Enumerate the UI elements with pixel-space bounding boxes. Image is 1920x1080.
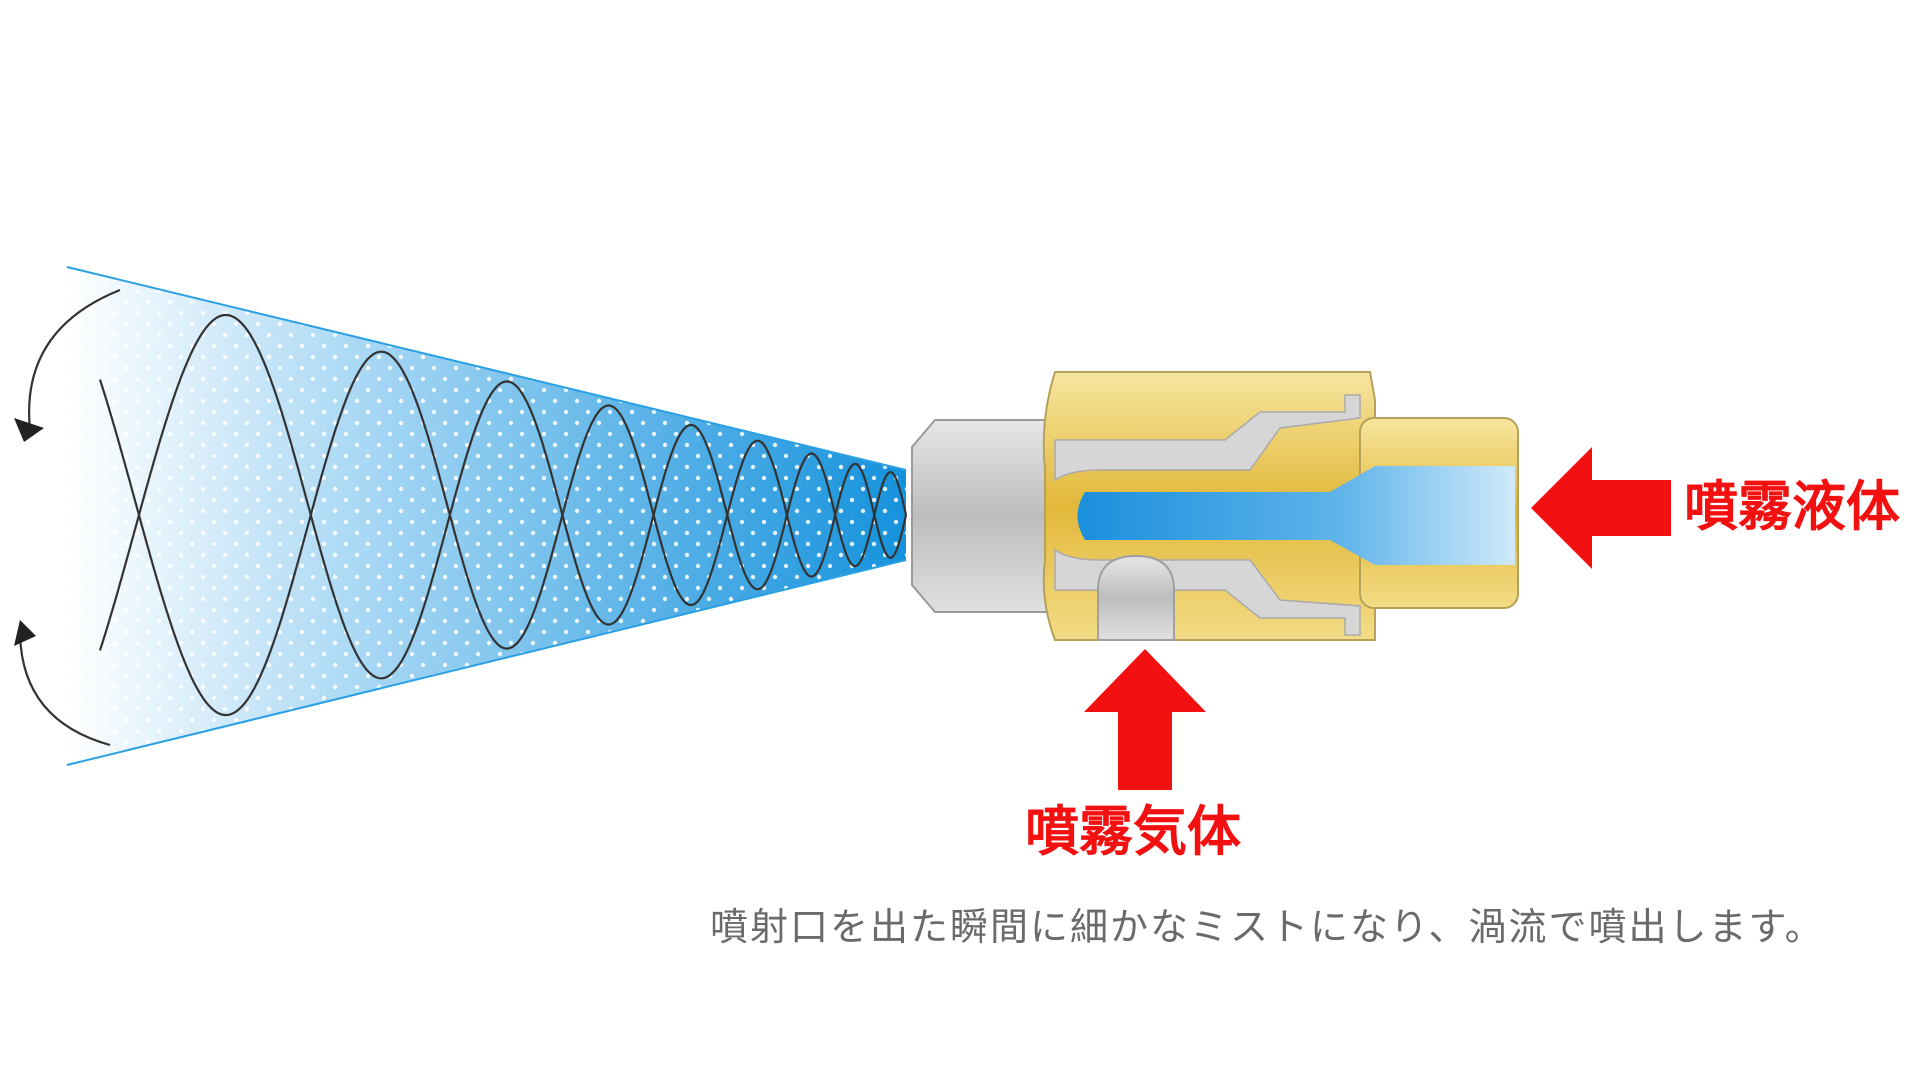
swirl-arrowheads (14, 418, 44, 646)
gas-inflow-arrow (1084, 649, 1206, 790)
spray-liquid-label: 噴霧液体 (1684, 475, 1900, 538)
swirl-return-arc (18, 288, 121, 747)
vortex-line-1 (98, 350, 908, 717)
liquid-inflow-arrow (1531, 447, 1671, 569)
vortex-swirl-lines (18, 288, 908, 747)
gas-inlet-channel (1097, 554, 1175, 641)
spray-gas-label: 噴霧気体 (1025, 800, 1241, 863)
liquid-channel (1077, 466, 1515, 565)
nozzle-cross-section (911, 371, 1519, 641)
swirl-arrowhead-upper (14, 418, 44, 442)
vortex-line-2 (98, 313, 908, 680)
swirl-arrowhead-lower (14, 620, 36, 646)
spray-cone (66, 266, 907, 766)
diagram-caption: 噴射口を出た瞬間に細かなミストになり、渦流で噴出します。 (710, 905, 1825, 949)
